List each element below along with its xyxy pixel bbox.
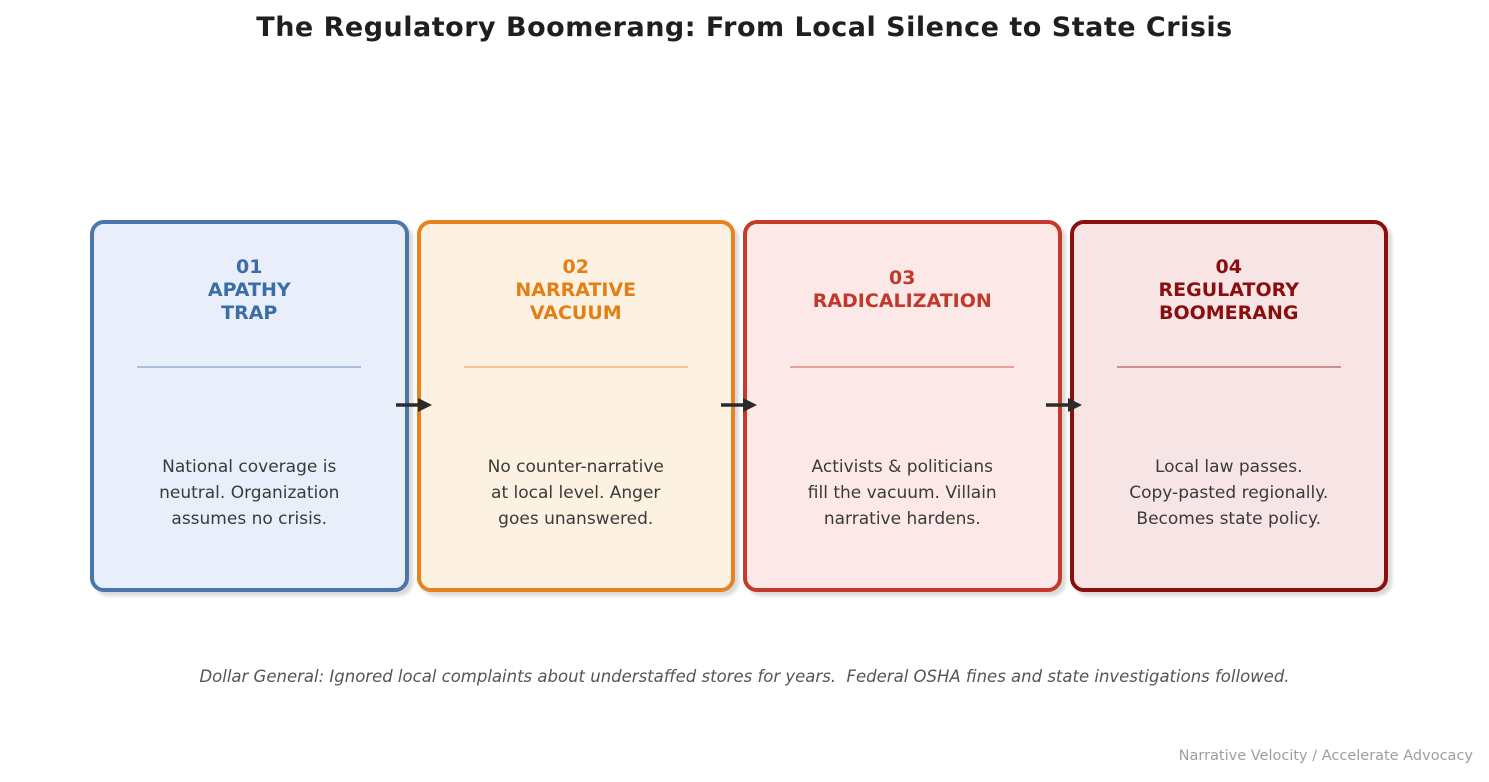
stage-label: REGULATORY BOOMERANG: [1158, 278, 1299, 324]
stage-title: 03 RADICALIZATION: [747, 244, 1058, 336]
stage-label: APATHY TRAP: [207, 278, 291, 324]
stage-description: No counter-narrative at local level. Ang…: [487, 457, 664, 529]
flow-arrow-icon: [721, 398, 757, 412]
stage-cards-row: 01 APATHY TRAP National coverage is neut…: [90, 220, 1388, 592]
attribution-text: Narrative Velocity / Accelerate Advocacy: [1178, 748, 1473, 764]
stage-card-radicalization: 03 RADICALIZATION Activists & politician…: [743, 220, 1062, 592]
stage-description: National coverage is neutral. Organizati…: [159, 457, 340, 529]
case-study-caption: Dollar General: Ignored local complaints…: [199, 667, 1290, 686]
stage-card-regulatory-boomerang: 04 REGULATORY BOOMERANG Local law passes…: [1069, 220, 1388, 592]
stage-title: 02 NARRATIVE VACUUM: [421, 244, 732, 336]
stage-number: 02: [562, 255, 589, 278]
stage-label: RADICALIZATION: [812, 290, 992, 312]
stage-title: 01 APATHY TRAP: [94, 244, 405, 336]
stage-description: Activists & politicians fill the vacuum.…: [807, 457, 997, 529]
stage-divider: [1116, 366, 1341, 368]
stage-number: 03: [889, 267, 916, 289]
stage-description: Local law passes. Copy-pasted regionally…: [1129, 457, 1329, 529]
stage-divider: [463, 366, 688, 368]
stage-card-apathy-trap: 01 APATHY TRAP National coverage is neut…: [90, 220, 409, 592]
stage-title: 04 REGULATORY BOOMERANG: [1074, 244, 1385, 336]
page-title: The Regulatory Boomerang: From Local Sil…: [256, 12, 1233, 43]
stage-card-narrative-vacuum: 02 NARRATIVE VACUUM No counter-narrative…: [416, 220, 735, 592]
stage-divider: [790, 366, 1015, 368]
flow-arrow-icon: [1046, 398, 1082, 412]
flow-arrow-icon: [396, 398, 432, 412]
stage-number: 01: [236, 255, 263, 278]
stage-number: 04: [1215, 255, 1242, 278]
stage-label: NARRATIVE VACUUM: [515, 278, 637, 324]
stage-divider: [137, 366, 362, 368]
